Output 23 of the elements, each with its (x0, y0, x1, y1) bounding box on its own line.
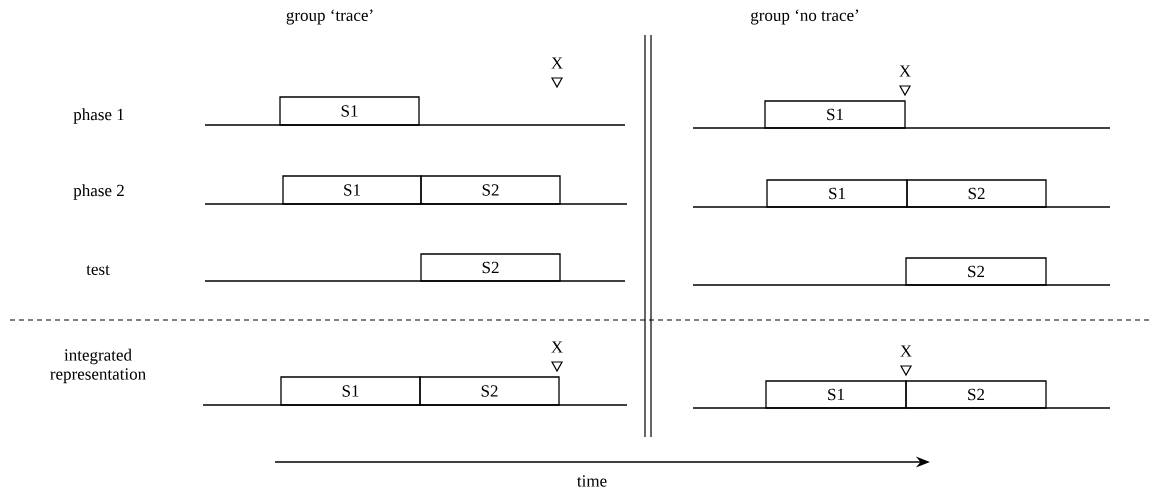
stimulus-box: S1 (765, 380, 907, 409)
row-label: phase 2 (73, 184, 124, 200)
stimulus-box: S2 (420, 175, 561, 205)
stimulus-box: S1 (764, 100, 906, 129)
group-heading: group ‘no trace’ (751, 9, 859, 25)
x-marker: X (899, 65, 911, 77)
stimulus-box: S1 (280, 376, 421, 406)
row-label: integrated representation (50, 348, 146, 384)
stimulus-box: S1 (766, 179, 908, 208)
axis-label: time (577, 475, 607, 487)
x-marker: X (900, 345, 912, 357)
group-heading: group ‘trace’ (286, 9, 373, 25)
stimulus-box: S1 (282, 175, 422, 205)
stimulus-box: S2 (905, 380, 1047, 409)
stimulus-box: S1 (279, 96, 420, 126)
stimulus-box: S2 (905, 257, 1047, 286)
x-marker: X (551, 57, 563, 69)
stimulus-box: S2 (906, 179, 1047, 208)
row-label: test (86, 265, 110, 275)
stimulus-box: S2 (419, 376, 560, 406)
row-label: phase 1 (73, 108, 124, 124)
x-marker: X (551, 341, 563, 353)
stimulus-box: S2 (420, 253, 561, 282)
